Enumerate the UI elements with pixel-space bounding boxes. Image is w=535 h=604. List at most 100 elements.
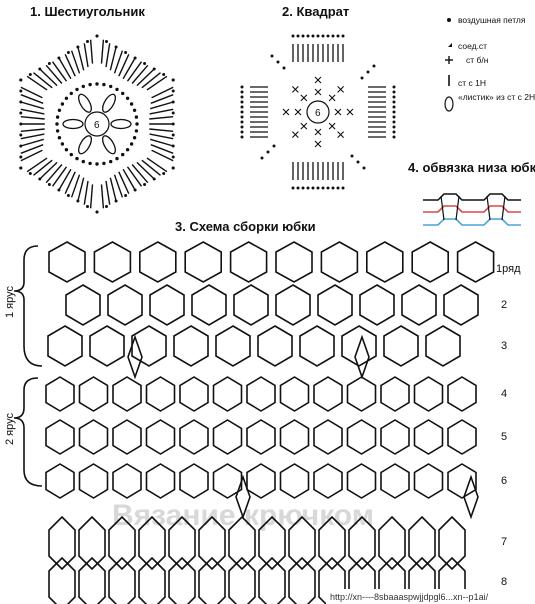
hexagon-outer-chain-dot [171, 89, 175, 93]
hexagon-chain-dot [81, 84, 85, 89]
hexagon-dc-stitch [100, 39, 105, 64]
square-chain-dot [321, 34, 325, 38]
square-cross-stitch [337, 131, 345, 139]
hexagon-dc-stitch [118, 171, 130, 194]
hexagon-chain-dot [134, 115, 139, 119]
hexagon-outer-chain-dot [124, 194, 128, 197]
hexagon-dc-stitch [70, 50, 81, 74]
assembly-hexagon [45, 419, 75, 455]
hexagon-motif-stitches [20, 39, 174, 209]
hexagon-outer-chain-dot [28, 172, 32, 175]
square-chain-dot [326, 34, 330, 38]
url-background [326, 589, 535, 604]
assembly-hexagon [212, 419, 243, 455]
hexagon-dc-stitch [105, 43, 111, 68]
assembly-hexagon [108, 515, 136, 571]
assembly-hexagon [413, 376, 444, 412]
hexagon-dc-stitch [113, 174, 124, 198]
square-chain-dot [316, 34, 320, 38]
hexagon-chain-dot [55, 122, 59, 126]
hexagon-outer-chain-dot [152, 67, 156, 71]
square-chain-dot [336, 186, 340, 190]
hexagon-dc-stitch [131, 164, 149, 184]
hexagon-dc-stitch [141, 159, 161, 176]
hexagon-dc-stitch [109, 177, 117, 202]
hexagon-dc-stitch [51, 61, 68, 82]
square-chain-dot [321, 186, 325, 190]
assembly-hexagon [275, 241, 313, 283]
hexagon-chain-dot [132, 136, 137, 140]
hexagon-dc-stitch [151, 86, 174, 99]
assembly-hexagon [229, 241, 268, 283]
assembly-hexagon [380, 419, 410, 455]
assembly-diamond [235, 474, 251, 520]
assembly-hexagon [65, 284, 101, 326]
assembly-hexagon [425, 325, 461, 367]
square-motif-title: 2. Квадрат [282, 4, 349, 19]
hexagon-dc-stitch [58, 57, 72, 80]
hexagon-chain-dot [115, 87, 119, 92]
square-chain-dot [392, 125, 396, 129]
square-chain-dot [240, 90, 244, 94]
hexagon-dc-stitch [150, 94, 174, 104]
assembly-hexagon [228, 515, 256, 571]
hexagon-dc-stitch [100, 184, 105, 209]
row-label-7: 7 [501, 536, 507, 548]
hexagon-dc-stitch [20, 128, 45, 132]
assembly-title: 3. Схема сборки юбки [175, 219, 316, 234]
assembly-hexagon [313, 376, 343, 412]
assembly-hexagon [443, 284, 479, 326]
hexagon-outer-chain-dot [19, 166, 23, 170]
square-cross-stitch [291, 85, 299, 93]
assembly-hexagon [48, 556, 76, 604]
assembly-hexagon [408, 515, 436, 571]
square-motif-crosses [282, 76, 354, 148]
assembly-hexagon [215, 325, 251, 367]
hexagon-dc-stitch [20, 101, 44, 110]
assembly-hexagon [275, 284, 311, 326]
assembly-hexagon [93, 241, 132, 283]
assembly-hexagon [401, 284, 437, 326]
square-chain-dot [392, 110, 396, 114]
hexagon-chain-dot [135, 122, 139, 126]
assembly-hexagon [447, 419, 477, 455]
hexagon-outer-chain-dot [143, 62, 147, 65]
square-chain-dot [296, 186, 300, 190]
assembly-hexagon [246, 419, 276, 455]
hexagon-outer-chain-dot [114, 199, 118, 203]
square-chain-dot [291, 34, 295, 38]
hexagon-outer-chain-dot [171, 166, 175, 170]
hexagon-dc-stitch [39, 68, 58, 87]
hexagon-chain-dot [69, 152, 73, 157]
hexagon-motif-center-ring [84, 111, 110, 137]
hexagon-dc-stitch [141, 72, 161, 89]
assembly-hexagon [348, 515, 376, 571]
legend-label-dc: ст с 1Н [458, 78, 486, 88]
hexagon-outer-chain-dot [171, 133, 175, 137]
square-motif-arms [240, 34, 396, 190]
square-cross-stitch [314, 128, 322, 136]
edging-connector-lines [440, 195, 506, 221]
square-corner-dot [260, 156, 264, 160]
square-motif: 6 [240, 34, 396, 190]
assembly-hexagon [48, 515, 76, 571]
edging-black-line [423, 193, 521, 201]
hexagon-chain-dot [88, 82, 92, 87]
square-arm [240, 85, 276, 160]
hexagon-dc-stitch [126, 61, 143, 82]
hexagon-outer-chain-dot [19, 155, 23, 159]
hexagon-dc-stitch [105, 180, 111, 205]
hexagon-outer-chain-dot [105, 205, 108, 208]
assembly-hexagon [45, 376, 75, 412]
square-corner-dot [356, 160, 360, 164]
hexagon-dc-stitch [83, 43, 89, 68]
assembly-hexagon [48, 241, 86, 283]
assembly-hexagon [198, 515, 226, 571]
square-cross-stitch [328, 122, 336, 130]
square-chain-dot [392, 90, 396, 94]
assembly-hexagon [299, 325, 335, 367]
assembly-hexagon [149, 284, 185, 326]
square-corner-dot [266, 150, 270, 154]
hexagon-dc-stitch [26, 157, 48, 173]
hexagon-chain-dot [95, 82, 99, 86]
